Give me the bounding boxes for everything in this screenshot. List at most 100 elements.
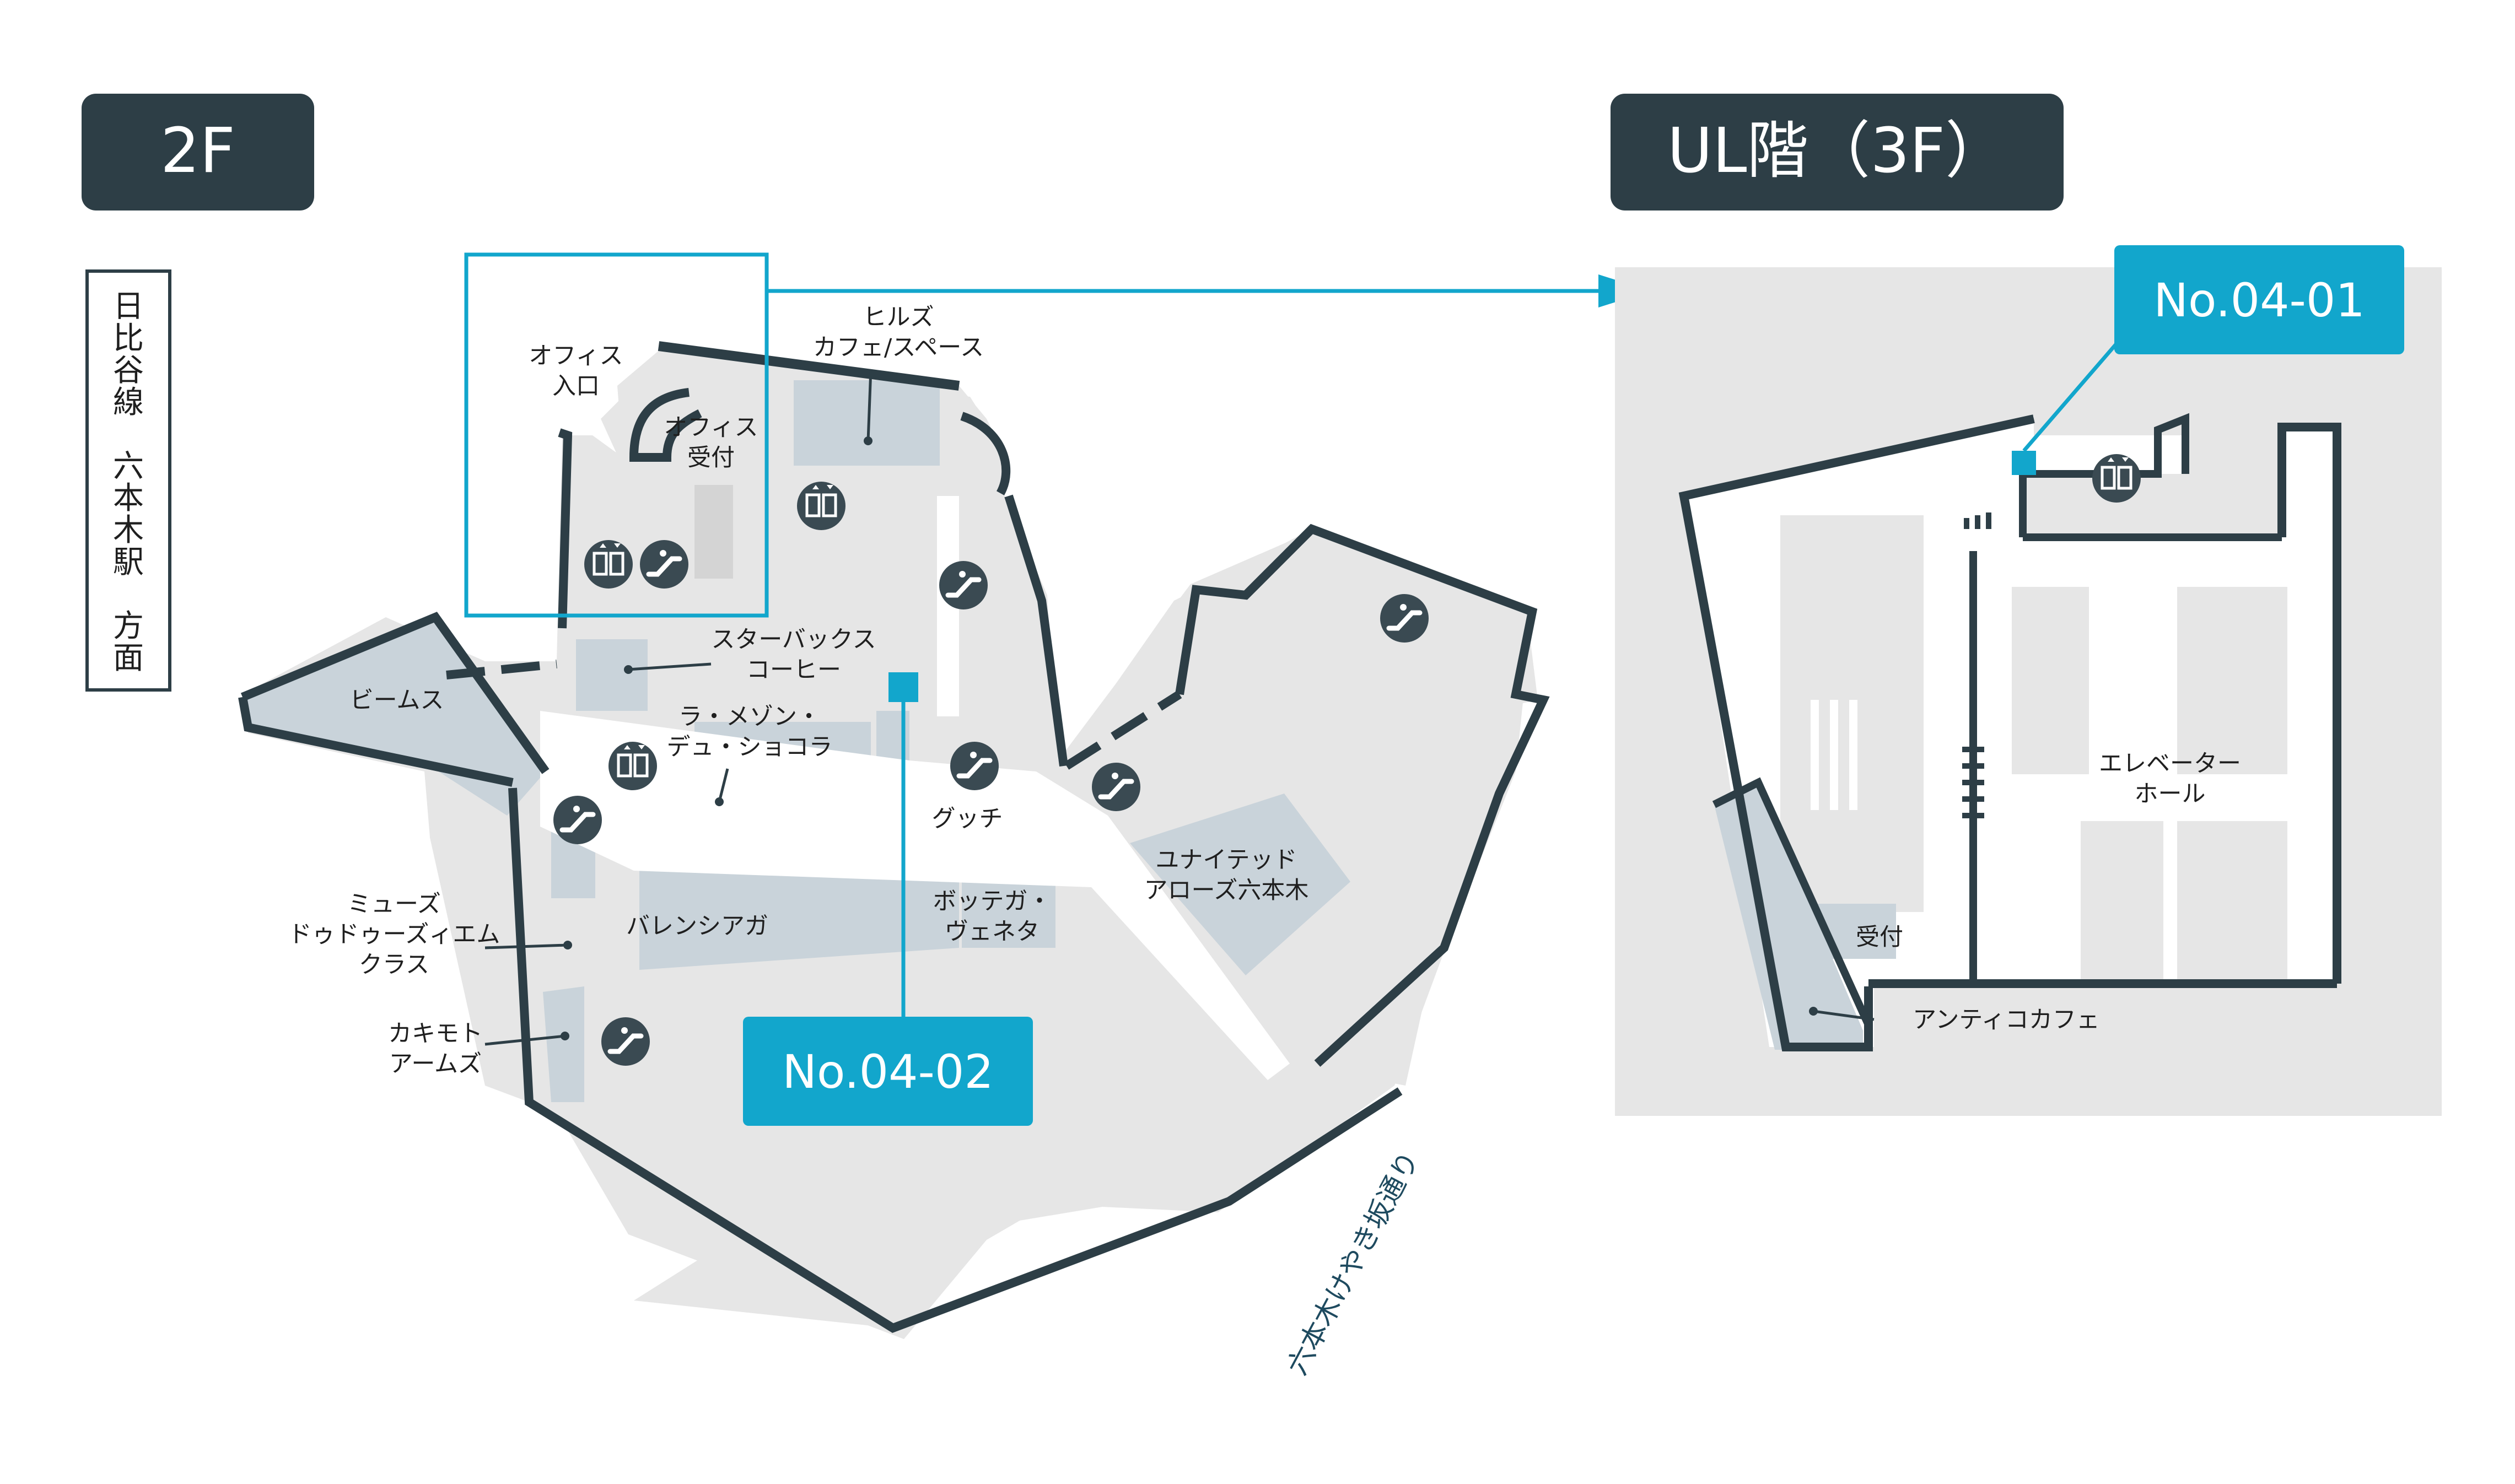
svg-text:入口: 入口	[552, 373, 600, 400]
floor-tag-3f: UL階（3F）	[1667, 115, 2007, 187]
block-3f-c	[2081, 821, 2163, 981]
elevator-icon	[2092, 454, 2141, 503]
label-office-entrance: オフィス 入口	[529, 342, 623, 400]
label-kakimoto: カキモト アームズ	[388, 1020, 483, 1078]
block-3f-b	[2177, 587, 2287, 774]
wall-3f-stub	[1964, 512, 1991, 529]
direction-char: 線	[113, 385, 144, 420]
marker-tag-04-02-bg[interactable]	[743, 1017, 1033, 1126]
svg-text:コーヒー: コーヒー	[746, 656, 841, 684]
svg-text:デュ・ショコラ: デュ・ショコラ	[667, 733, 833, 761]
svg-text:ラ・メゾン・: ラ・メゾン・	[678, 703, 821, 731]
label-balenciaga: バレンシアガ	[626, 913, 768, 940]
svg-text:受付: 受付	[687, 444, 735, 472]
escalator-icon	[950, 742, 999, 790]
leader-kakimoto	[484, 1034, 566, 1046]
label-muse: ミューズ ドゥドゥーズィエム クラス	[288, 891, 500, 979]
direction-char: 谷	[113, 353, 144, 388]
bar-3	[1849, 700, 1857, 810]
label-united-arrows: ユナイテッド アローズ六本木	[1144, 846, 1309, 904]
svg-text:クラス: クラス	[359, 951, 429, 979]
svg-text:エレベーター: エレベーター	[2099, 750, 2241, 778]
escalator-icon	[939, 561, 988, 609]
block-3f-a	[2012, 587, 2089, 774]
label-gucci: グッチ	[932, 805, 1003, 833]
marker-tag-04-02: No.04-02	[782, 1045, 994, 1099]
escalator-icon	[553, 796, 602, 844]
escalator-icon	[1380, 594, 1429, 643]
leader-starbucks	[628, 662, 712, 671]
svg-text:ヴェネタ: ヴェネタ	[945, 918, 1040, 946]
wall-3f-dash	[1962, 747, 1984, 818]
label-hills-cafe: ヒルズ カフェ/スペース	[813, 304, 984, 361]
label-elevator-hall: エレベーター ホール	[2099, 750, 2241, 808]
elevator-icon	[797, 482, 845, 530]
svg-text:アームズ: アームズ	[389, 1050, 482, 1078]
leader-hills-cafe	[866, 369, 873, 441]
direction-char: 駅	[113, 544, 144, 580]
escalator-icon	[640, 540, 688, 589]
wall-west-inner	[558, 428, 573, 629]
shop-balenciaga	[639, 860, 959, 970]
svg-text:ミューズ: ミューズ	[347, 891, 441, 918]
wall-cafe-curve	[960, 412, 1011, 495]
walkway-north	[937, 496, 959, 716]
svg-text:ドゥドゥーズィエム: ドゥドゥーズィエム	[288, 921, 500, 948]
wall-office-curve	[629, 388, 702, 462]
svg-text:ユナイテッド: ユナイテッド	[1155, 846, 1297, 874]
shop-kakimoto	[543, 986, 584, 1102]
wall-dashed-west	[446, 660, 557, 679]
label-reception-3f: 受付	[1856, 924, 1903, 951]
leader-la-maison	[718, 768, 729, 802]
svg-text:アローズ六本木: アローズ六本木	[1144, 877, 1309, 904]
wall-3f-east	[2277, 423, 2341, 984]
escalator-icon	[1092, 763, 1140, 811]
floor-tag-3f-bg	[1611, 94, 2064, 211]
direction-char: 木	[113, 512, 144, 548]
shop-hills-cafe	[794, 380, 940, 466]
floor-tag-2f-bg	[82, 94, 314, 211]
label-beams: ビームス	[350, 687, 444, 714]
direction-char: 本	[113, 481, 144, 516]
shop-bottega	[962, 882, 1055, 948]
direction-char: 比	[113, 321, 144, 357]
elevator-icon	[608, 742, 657, 790]
elevator-icon	[584, 540, 633, 589]
wall-dashed-east	[1064, 690, 1182, 770]
wall-beams	[238, 612, 550, 787]
label-starbucks: スターバックス コーヒー	[711, 626, 876, 684]
leader-dot-muse	[563, 941, 572, 949]
marker-tag-04-01: No.04-01	[2153, 273, 2365, 327]
shop-starbucks	[576, 639, 648, 711]
marker-line-04-01	[2022, 336, 2124, 452]
svg-text:ヒルズ: ヒルズ	[863, 304, 934, 331]
leader-muse	[484, 943, 568, 949]
walkway-main	[540, 711, 1290, 1080]
marker-square-04-02	[888, 672, 918, 702]
office-highlight-box	[464, 252, 769, 618]
wall-south-west	[508, 787, 1403, 1333]
shop-office-reception	[694, 485, 733, 579]
wall-east-building	[1175, 524, 1550, 1067]
direction-label-box	[85, 269, 171, 692]
direction-char: 六	[113, 449, 144, 484]
leader-dot-starbucks	[624, 665, 633, 674]
shop-united-arrows	[1130, 794, 1350, 975]
bar-1	[1811, 700, 1819, 810]
direction-char: 方	[113, 608, 144, 644]
floor-tag-2f: 2F	[160, 115, 235, 187]
wall-east-inner	[1004, 494, 1068, 767]
wall-antico	[1712, 777, 1872, 1027]
label-antico-cafe: アンティコカフェ	[1913, 1006, 2100, 1034]
svg-text:カフェ/スペース: カフェ/スペース	[813, 334, 984, 361]
svg-text:オフィス: オフィス	[664, 414, 758, 441]
wall-3f-west	[1678, 414, 2035, 1051]
street-label: 六本木けやき坂通り	[1281, 1146, 1425, 1380]
svg-text:カキモト: カキモト	[388, 1020, 483, 1048]
direction-char: 面	[113, 640, 144, 676]
marker-tag-04-01-bg[interactable]	[2114, 245, 2404, 354]
block-3f-d	[2177, 821, 2287, 981]
